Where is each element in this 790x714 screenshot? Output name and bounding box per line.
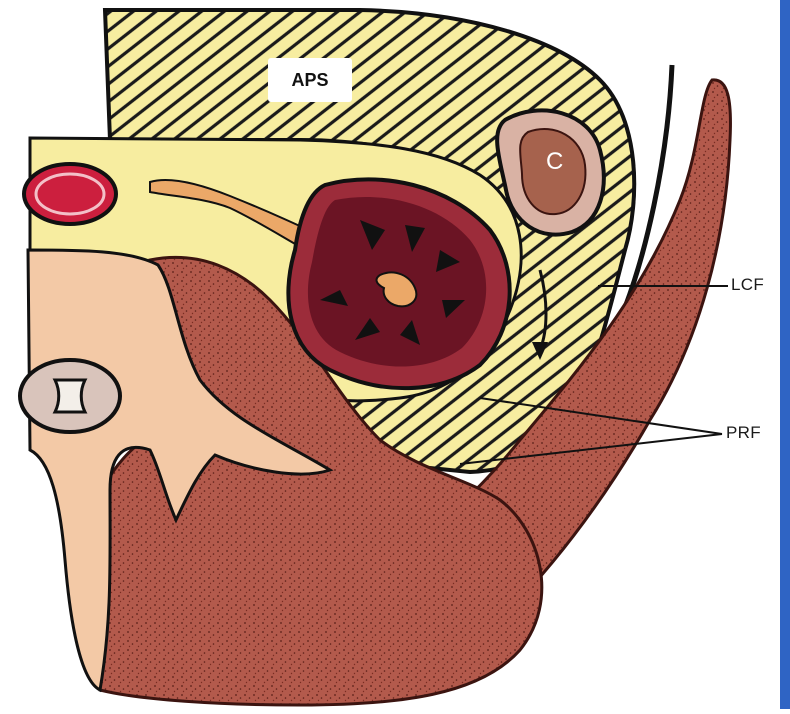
frame-right-border [780, 0, 790, 709]
spinal-cord [55, 380, 85, 412]
prf-label: PRF [726, 423, 761, 443]
lcf-label: LCF [731, 275, 764, 295]
aps-label: APS [268, 58, 352, 102]
colon-label: C [546, 148, 563, 176]
